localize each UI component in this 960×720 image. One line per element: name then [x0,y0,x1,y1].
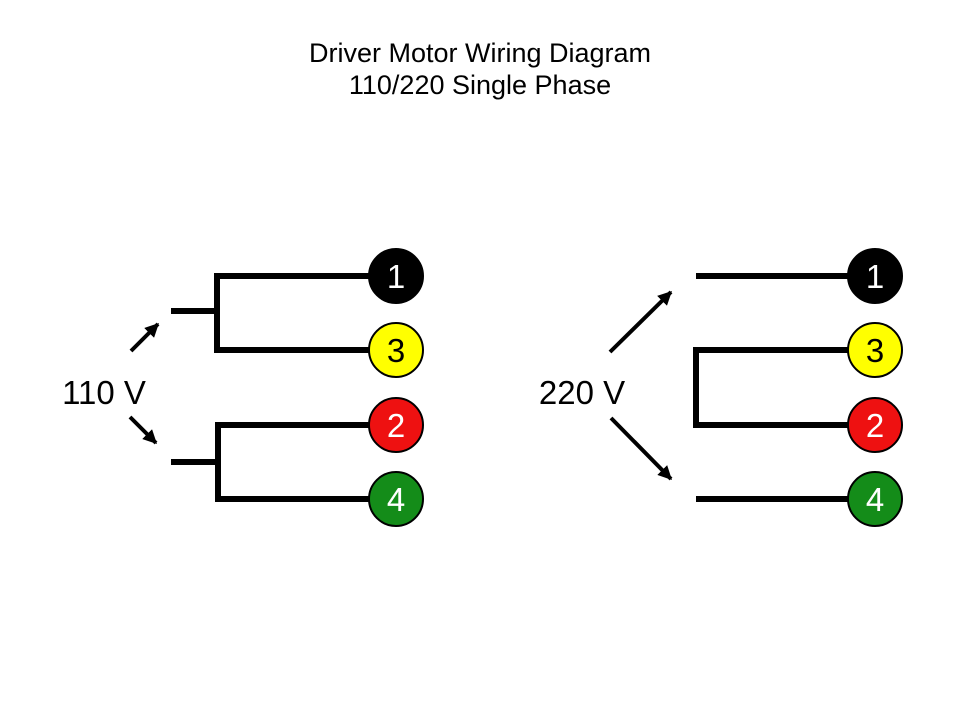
right-terminal-2-label: 2 [866,407,884,444]
left-terminal-3 [368,322,424,378]
right-arrow-lower-icon [609,416,673,481]
left-bracket-terminals-2-4 [215,422,392,502]
right-terminal-4 [847,471,903,527]
right-terminal-1 [847,248,903,304]
right-arrow-upper-icon [608,290,673,354]
left-terminal-4-label: 4 [387,481,405,518]
page-title-line1: Driver Motor Wiring Diagram [309,38,651,68]
left-bracket-terminals-1-3 [214,273,392,353]
left-terminal-1-label: 1 [387,258,405,295]
left-arrow-lower-icon [128,415,158,445]
right-terminal-3-label: 3 [866,332,884,369]
right-terminal-2 [847,397,903,453]
left-terminal-2 [368,397,424,453]
right-terminal-1-label: 1 [866,258,884,295]
left-diagram-110v: 110 V 1 3 2 4 [62,248,424,527]
right-diagram-220v: 220 V 1 3 2 4 [539,248,903,527]
left-terminal-2-label: 2 [387,407,405,444]
left-terminal-1 [368,248,424,304]
left-terminal-4 [368,471,424,527]
voltage-label-220v: 220 V [539,374,625,411]
left-terminal-3-label: 3 [387,332,405,369]
right-bracket-terminals-3-2 [693,347,862,428]
right-terminal-3 [847,322,903,378]
right-terminal-4-label: 4 [866,481,884,518]
page-title-line2: 110/220 Single Phase [349,70,611,100]
voltage-label-110v: 110 V [62,374,146,411]
left-arrow-upper-icon [129,322,160,353]
